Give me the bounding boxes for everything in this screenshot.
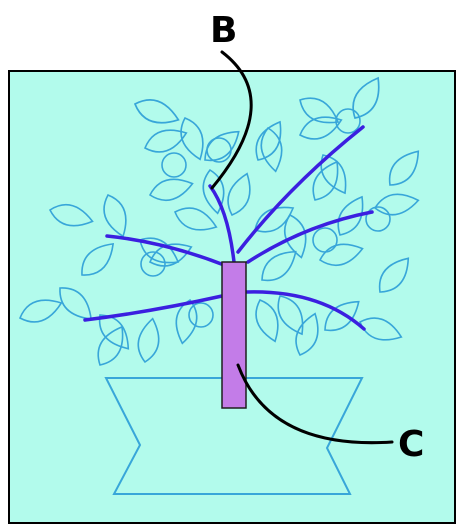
leader-line-c xyxy=(236,363,394,445)
berry xyxy=(188,302,214,328)
branch-right-mid xyxy=(246,210,374,264)
berries xyxy=(140,108,391,328)
branch-left-low xyxy=(83,294,224,322)
label-c: C xyxy=(398,424,424,465)
berry xyxy=(161,152,187,178)
berry xyxy=(335,108,361,134)
berry xyxy=(140,251,166,277)
label-b: B xyxy=(210,10,237,51)
branch-upper-left xyxy=(208,184,236,264)
branch-right-low xyxy=(245,290,366,331)
branch-upper-right xyxy=(236,125,365,254)
berry xyxy=(365,206,391,232)
berry xyxy=(206,137,232,163)
branches xyxy=(83,125,374,331)
leader-line-b xyxy=(210,50,253,190)
branch-left-mid xyxy=(105,234,226,267)
pot-outline xyxy=(104,377,364,495)
berry xyxy=(312,227,338,253)
trunk xyxy=(221,261,247,409)
